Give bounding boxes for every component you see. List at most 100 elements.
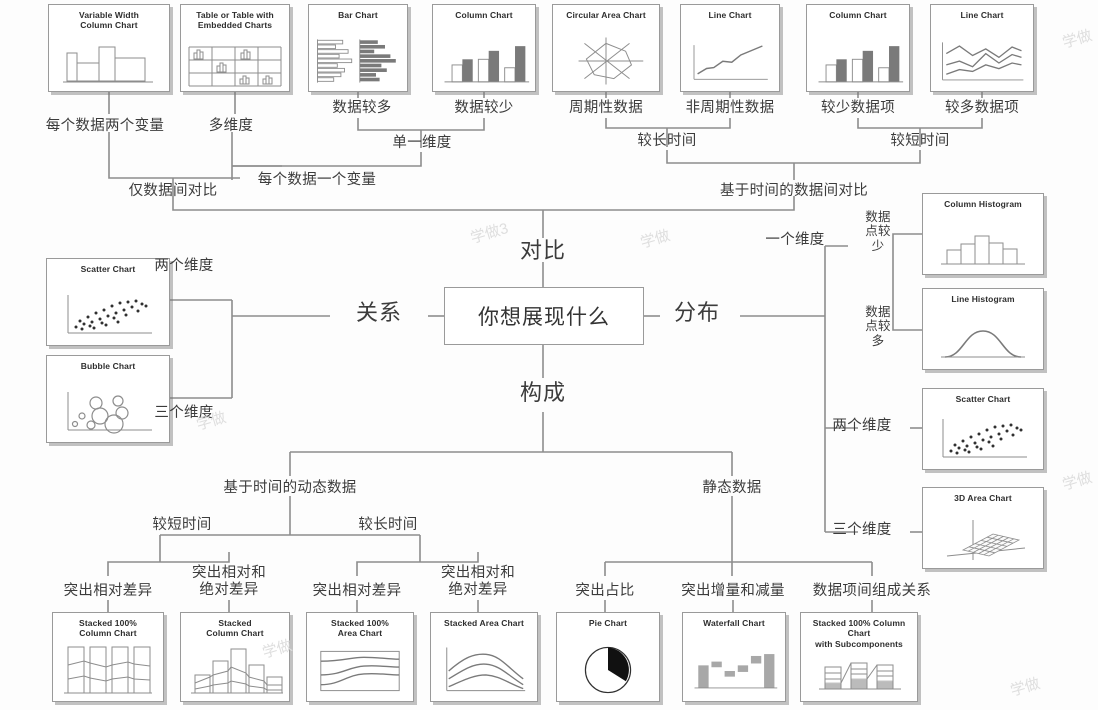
- chart-card-title: Column Chart: [829, 10, 887, 20]
- chart-card[interactable]: Scatter Chart: [922, 388, 1044, 470]
- chart-card[interactable]: Bubble Chart: [46, 355, 170, 443]
- waterfall-icon: [686, 630, 782, 697]
- chart-card[interactable]: Stacked 100% Column Chart: [52, 612, 164, 702]
- flow-label: 多维度: [208, 118, 254, 134]
- chart-card[interactable]: Stacked Column Chart: [180, 612, 290, 702]
- chart-card-title: Pie Chart: [588, 618, 628, 628]
- flow-label: 静态数据: [702, 480, 762, 496]
- chart-card[interactable]: Circular Area Chart: [552, 4, 660, 92]
- flow-label: 数据 点较 多: [865, 305, 891, 348]
- chart-card-title: Line Histogram: [951, 294, 1015, 304]
- chart-card[interactable]: Column Chart: [432, 4, 536, 92]
- branch-label-relation: 关系: [355, 300, 403, 325]
- chart-card[interactable]: Line Chart: [930, 4, 1034, 92]
- chart-card[interactable]: Table or Table with Embedded Charts: [180, 4, 290, 92]
- variable-width-column-icon: [52, 33, 166, 87]
- flow-label: 非周期性数据: [685, 100, 775, 116]
- flow-label: 数据项间组成关系: [812, 583, 932, 599]
- chart-card[interactable]: Variable Width Column Chart: [48, 4, 170, 92]
- chart-card-title: Stacked Area Chart: [444, 618, 524, 628]
- line-hist-icon: [926, 306, 1040, 365]
- flow-label: 较短时间: [152, 517, 212, 533]
- branch-label-composition: 构成: [519, 380, 567, 405]
- flow-label: 突出相对差异: [63, 583, 153, 599]
- chart-card-title: Table or Table with Embedded Charts: [196, 10, 274, 31]
- flow-label: 每个数据一个变量: [257, 172, 377, 188]
- chart-card-title: Column Chart: [455, 10, 513, 20]
- flow-label: 突出相对和 绝对差异: [192, 565, 266, 599]
- flow-label: 突出增量和减量: [681, 583, 785, 599]
- flow-label: 数据较少: [454, 100, 514, 116]
- scatter-icon: [926, 406, 1040, 465]
- chart-card-title: Circular Area Chart: [566, 10, 646, 20]
- flow-label: 周期性数据: [569, 100, 643, 116]
- branch-label-distribution: 分布: [673, 300, 721, 325]
- chart-card[interactable]: Stacked 100% Column Chart with Subcompon…: [800, 612, 918, 702]
- bar-icon: [312, 22, 404, 87]
- column-3pair-icon: [436, 22, 532, 87]
- chart-card[interactable]: Stacked 100% Area Chart: [306, 612, 414, 702]
- stacked-area-icon: [434, 630, 534, 697]
- chart-card-title: Line Chart: [960, 10, 1004, 20]
- flow-label: 三个维度: [832, 522, 892, 538]
- chart-card[interactable]: Line Chart: [680, 4, 780, 92]
- watermark: 学做: [1060, 27, 1095, 52]
- chart-card[interactable]: Stacked Area Chart: [430, 612, 538, 702]
- chart-card[interactable]: Column Histogram: [922, 193, 1044, 275]
- flow-label: 突出占比: [575, 583, 635, 599]
- flow-label: 较长时间: [637, 133, 697, 149]
- watermark: 学做: [638, 227, 673, 252]
- center-node[interactable]: 你想展现什么: [444, 287, 644, 345]
- center-node-label: 你想展现什么: [478, 306, 610, 329]
- chart-card[interactable]: Line Histogram: [922, 288, 1044, 370]
- line-multi-icon: [934, 22, 1030, 87]
- chart-card-title: Scatter Chart: [955, 394, 1011, 404]
- flow-label: 较长时间: [358, 517, 418, 533]
- column-3pair-icon: [810, 22, 906, 87]
- flow-label: 两个维度: [154, 258, 214, 274]
- stacked-col-icon: [184, 641, 286, 699]
- stacked100-col-icon: [56, 641, 160, 699]
- flow-label: 两个维度: [832, 418, 892, 434]
- flow-label: 较短时间: [890, 133, 950, 149]
- watermark: 学做: [1008, 675, 1043, 700]
- chart-card-title: Stacked Column Chart: [206, 618, 264, 639]
- area3d-icon: [926, 505, 1040, 564]
- chart-card[interactable]: 3D Area Chart: [922, 487, 1044, 569]
- flow-label: 单一维度: [392, 135, 452, 151]
- chart-card-title: Line Chart: [708, 10, 752, 20]
- flow-label: 数据 点较 少: [865, 210, 891, 253]
- flow-label: 三个维度: [154, 405, 214, 421]
- flow-label: 基于时间的动态数据: [223, 480, 357, 496]
- watermark: 学做: [1060, 469, 1095, 494]
- chart-card[interactable]: Waterfall Chart: [682, 612, 786, 702]
- branch-label-compare: 对比: [519, 238, 567, 263]
- chart-card-title: Bar Chart: [338, 10, 378, 20]
- flow-label: 基于时间的数据间对比: [720, 183, 868, 199]
- chart-card-title: Bubble Chart: [80, 361, 136, 371]
- flow-label: 突出相对和 绝对差异: [441, 565, 515, 599]
- chart-card-title: Variable Width Column Chart: [79, 10, 139, 31]
- chart-card-title: Stacked 100% Area Chart: [331, 618, 389, 639]
- col-hist-icon: [926, 211, 1040, 270]
- stacked-sub-icon: [804, 651, 914, 699]
- watermark: 学做3: [468, 220, 511, 247]
- pie-icon: [560, 630, 656, 697]
- chart-card-title: Scatter Chart: [80, 264, 136, 274]
- line-rising-icon: [684, 22, 776, 87]
- chart-card[interactable]: Bar Chart: [308, 4, 408, 92]
- chart-card[interactable]: Column Chart: [806, 4, 910, 92]
- flow-label: 较多数据项: [945, 100, 1019, 116]
- chart-card[interactable]: Pie Chart: [556, 612, 660, 702]
- flow-label: 仅数据间对比: [128, 183, 218, 199]
- flow-label: 较少数据项: [821, 100, 895, 116]
- flow-label: 数据较多: [332, 100, 392, 116]
- chart-card-title: 3D Area Chart: [954, 493, 1012, 503]
- radar-icon: [556, 22, 656, 87]
- table-embedded-icon: [184, 33, 286, 87]
- flow-label: 突出相对差异: [312, 583, 402, 599]
- bubble-icon: [50, 373, 166, 438]
- stacked100-area-icon: [310, 641, 410, 697]
- chart-card[interactable]: Scatter Chart: [46, 258, 170, 346]
